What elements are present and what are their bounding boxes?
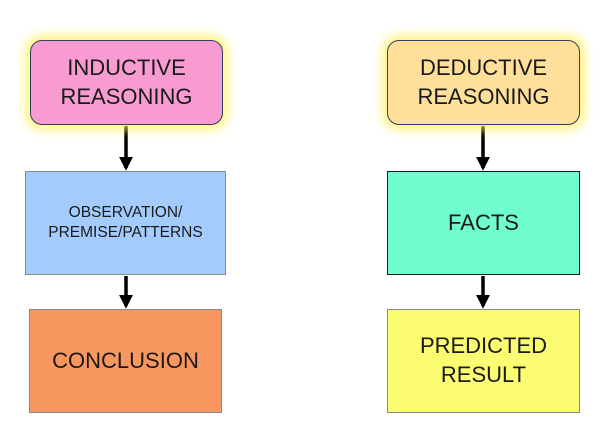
inductive-reasoning-box: INDUCTIVE REASONING [30,40,223,125]
conclusion-box: CONCLUSION [29,309,222,413]
predicted-result-box: PREDICTED RESULT [387,309,580,413]
observation-premise-patterns-box: OBSERVATION/ PREMISE/PATTERNS [25,171,226,275]
deductive-reasoning-box: DEDUCTIVE REASONING [387,40,580,125]
facts-box: FACTS [387,171,580,275]
